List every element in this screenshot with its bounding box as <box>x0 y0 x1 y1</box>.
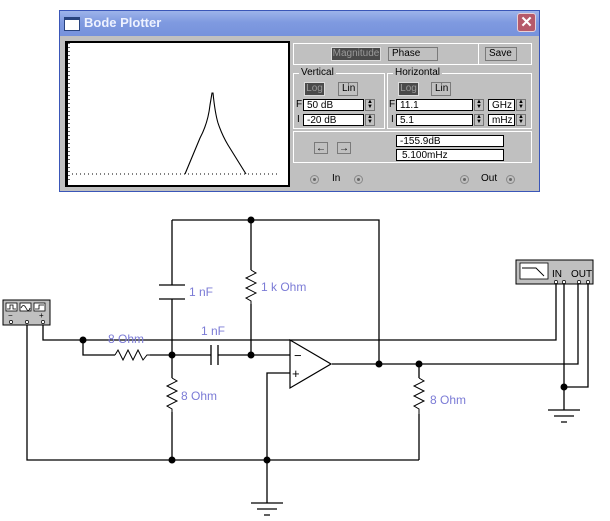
vertical-initial-input[interactable]: -20 dB <box>303 114 364 126</box>
save-button[interactable]: Save <box>485 47 517 61</box>
horizontal-initial-spinner[interactable]: ▲▼ <box>474 114 484 126</box>
opamp-plus: + <box>292 366 300 381</box>
capacitor-series <box>210 345 219 365</box>
opamp: − + <box>289 338 333 390</box>
window-icon <box>64 17 80 31</box>
out-terminal-minus[interactable] <box>460 175 469 184</box>
out-label: Out <box>481 173 498 184</box>
magnitude-curve <box>184 92 247 175</box>
label-r-shunt: 8 Ohm <box>181 389 217 403</box>
bode-curve-canvas <box>68 43 280 181</box>
resistor-input <box>114 348 150 362</box>
capacitor-feedback <box>159 284 185 300</box>
divider <box>478 43 479 65</box>
magnitude-button[interactable]: Magnitude <box>331 47 381 61</box>
vertical-title: Vertical <box>299 67 336 78</box>
arrow-right-icon: → <box>339 143 349 154</box>
arrow-left-icon: ← <box>316 143 326 154</box>
wires <box>26 219 589 516</box>
in-label: In <box>332 173 341 184</box>
vertical-final-spinner[interactable]: ▲▼ <box>365 99 375 111</box>
resistor-feedback <box>244 269 258 304</box>
cursor-right-button[interactable]: → <box>337 142 351 154</box>
close-button[interactable]: ✕ <box>517 13 536 32</box>
title-bar[interactable]: Bode Plotter ✕ <box>60 11 539 36</box>
horizontal-final-unit-spinner[interactable]: ▲▼ <box>516 99 526 111</box>
instrument-out-label: OUT <box>571 269 592 280</box>
label-r-input: 8 Ohm <box>108 332 144 346</box>
horizontal-lin-button[interactable]: Lin <box>431 82 451 96</box>
vertical-final-input[interactable]: 50 dB <box>303 99 364 111</box>
bode-plotter-window: Bode Plotter ✕ Magnitude Phase Save Vert… <box>59 10 540 192</box>
readout-magnitude: -155.9dB <box>396 135 504 147</box>
opamp-minus: − <box>294 348 302 363</box>
horizontal-group <box>387 73 532 129</box>
horizontal-final-unit[interactable]: GHz <box>488 99 515 111</box>
vertical-final-prefix: F <box>296 99 303 110</box>
function-generator[interactable]: − + <box>2 299 51 326</box>
cursor-left-button[interactable]: ← <box>314 142 328 154</box>
horizontal-log-button[interactable]: Log <box>398 82 419 96</box>
square-wave-icon <box>5 302 18 312</box>
horizontal-initial-unit-spinner[interactable]: ▲▼ <box>516 114 526 126</box>
vertical-group <box>293 73 385 129</box>
readout-group <box>293 131 532 163</box>
out-terminal-plus[interactable] <box>506 175 515 184</box>
instrument-in-label: IN <box>552 269 562 280</box>
readout-frequency: 5.100mHz <box>396 149 504 161</box>
generator-plus: + <box>39 311 44 320</box>
bode-plotter-instrument[interactable]: IN OUT <box>515 259 594 285</box>
junctions <box>79 216 568 464</box>
horizontal-title: Horizontal <box>393 67 443 78</box>
lowpass-icon <box>519 262 549 280</box>
label-r-load: 8 Ohm <box>430 393 466 407</box>
bode-plot-display[interactable] <box>65 41 290 187</box>
horizontal-final-spinner[interactable]: ▲▼ <box>474 99 484 111</box>
vertical-log-button[interactable]: Log <box>304 82 325 96</box>
horizontal-final-prefix: F <box>389 99 396 110</box>
mode-group <box>293 43 532 65</box>
label-c-feedback: 1 nF <box>189 285 213 299</box>
triangle-wave-icon <box>33 302 46 312</box>
resistor-load <box>412 377 426 416</box>
horizontal-initial-prefix: I <box>391 114 394 125</box>
generator-minus: − <box>8 311 13 320</box>
resistor-shunt <box>165 377 179 414</box>
close-icon: ✕ <box>520 14 533 31</box>
label-c-series: 1 nF <box>201 324 225 338</box>
in-terminal-minus[interactable] <box>310 175 319 184</box>
vertical-lin-button[interactable]: Lin <box>338 82 358 96</box>
horizontal-initial-input[interactable]: 5.1 <box>396 114 473 126</box>
label-r-feedback: 1 k Ohm <box>261 280 306 294</box>
vertical-initial-spinner[interactable]: ▲▼ <box>365 114 375 126</box>
phase-button[interactable]: Phase <box>388 47 438 61</box>
in-terminal-plus[interactable] <box>354 175 363 184</box>
horizontal-initial-unit[interactable]: mHz <box>488 114 515 126</box>
vertical-initial-prefix: I <box>297 114 300 125</box>
horizontal-final-input[interactable]: 11.1 <box>396 99 473 111</box>
window-title: Bode Plotter <box>84 15 162 30</box>
